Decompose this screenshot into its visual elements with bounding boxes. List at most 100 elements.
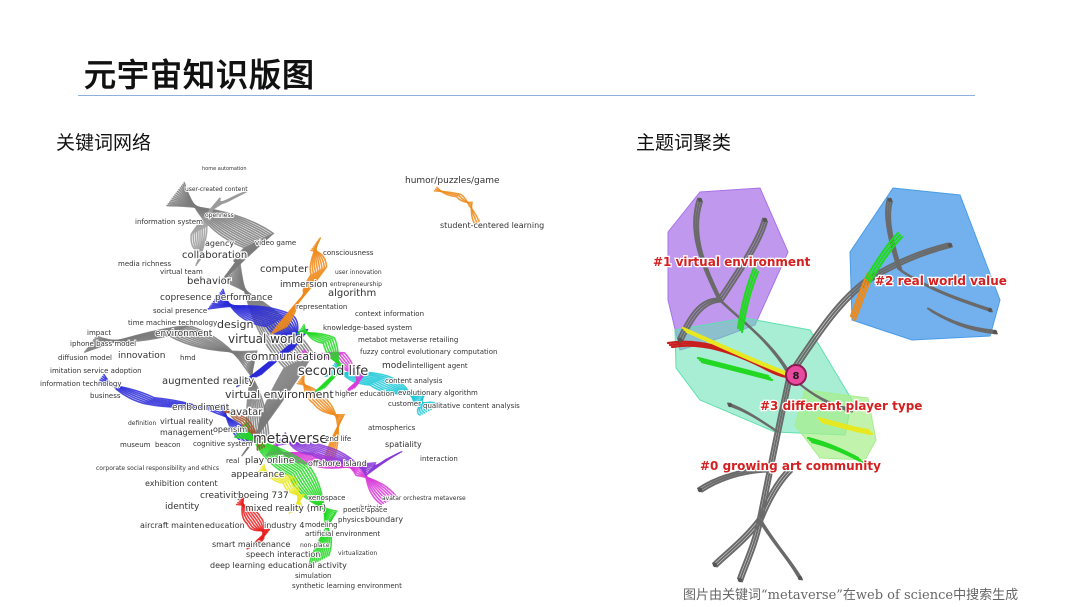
edge-bundle-7 bbox=[331, 366, 428, 413]
edge-bundle-0 bbox=[175, 192, 299, 445]
keyword-label: home automation bbox=[202, 166, 247, 172]
accent-branch-0 bbox=[670, 344, 794, 379]
branch-line bbox=[721, 220, 768, 303]
edge-bundle-6 bbox=[302, 373, 346, 465]
keyword-label: offshore island bbox=[308, 459, 367, 468]
edge-bundle-13 bbox=[259, 469, 301, 511]
keyword-label: aircraft maintenance bbox=[140, 521, 224, 530]
edge-bundle-7 bbox=[335, 361, 428, 416]
branch-line bbox=[731, 405, 778, 433]
edge-bundle-13 bbox=[257, 470, 301, 510]
keyword-label: humor/puzzles/game bbox=[405, 176, 500, 186]
edge-bundle-8 bbox=[296, 351, 360, 389]
keyword-label: information technology bbox=[40, 380, 122, 388]
keyword-label: user-created content bbox=[185, 186, 248, 193]
keyword-label: media richness bbox=[118, 260, 172, 268]
edge-bundle-14 bbox=[235, 503, 265, 544]
edge-bundle-10 bbox=[237, 430, 330, 560]
keyword-label: business bbox=[90, 392, 121, 400]
edge-bundle-3 bbox=[97, 380, 253, 440]
accent-branch-3 bbox=[864, 231, 900, 280]
edge-bundle-10 bbox=[235, 434, 331, 558]
edge-bundle-0 bbox=[171, 197, 306, 450]
branch-line bbox=[741, 375, 793, 583]
edge-bundle-10 bbox=[243, 423, 336, 565]
keyword-label: time machine technology bbox=[128, 319, 217, 327]
keyword-label: design bbox=[217, 318, 254, 331]
keyword-label: collaboration bbox=[182, 250, 247, 261]
keyword-label: mixed reality (mr) bbox=[245, 504, 326, 514]
accent-branch-5 bbox=[820, 420, 874, 436]
branch-line bbox=[789, 279, 869, 376]
edge-bundle-7 bbox=[329, 368, 430, 412]
tree-node bbox=[712, 562, 718, 568]
cluster-label-1: #2 real world value bbox=[875, 274, 1007, 288]
page-title: 元宇宙知识版图 bbox=[84, 56, 316, 94]
accent-branch-5 bbox=[818, 418, 872, 434]
keyword-label: smart maintenance bbox=[212, 540, 290, 549]
accent-branch-3 bbox=[868, 235, 904, 284]
edge-bundle-6 bbox=[297, 380, 340, 460]
branch-line bbox=[699, 469, 769, 491]
edge-bundle-0 bbox=[178, 188, 295, 441]
keyword-label: diffusion model bbox=[58, 354, 112, 362]
keyword-label: simulation bbox=[295, 572, 332, 580]
edge-bundle-0 bbox=[166, 204, 315, 457]
cluster-label-3: #0 growing art community bbox=[700, 459, 881, 473]
keyword-label: innovation bbox=[118, 351, 166, 361]
keyword-label: content analysis bbox=[385, 377, 443, 385]
keyword-label: synthetic learning environment bbox=[292, 582, 402, 590]
keyword-label: iphone bass model bbox=[70, 340, 136, 348]
keyword-network-heading: 关键词网络 bbox=[56, 132, 152, 154]
keyword-label: immersion bbox=[280, 280, 328, 290]
edge-bundle-3 bbox=[100, 377, 249, 442]
branch-line bbox=[681, 300, 723, 343]
keyword-label: impact bbox=[87, 329, 111, 337]
branch-line bbox=[721, 300, 793, 378]
keyword-label: artificial environment bbox=[305, 530, 380, 538]
accent-branches bbox=[666, 231, 904, 464]
keyword-label: non-place bbox=[300, 542, 330, 549]
edge-bundle-12 bbox=[275, 441, 403, 477]
keyword-label: boeing 737 bbox=[238, 491, 289, 501]
keyword-label: 2nd life bbox=[325, 435, 351, 443]
edge-bundle-10 bbox=[245, 420, 338, 567]
branch-line bbox=[697, 200, 723, 303]
branch-line bbox=[885, 197, 899, 270]
edge-bundle-6 bbox=[300, 377, 343, 462]
keyword-label: real bbox=[226, 457, 239, 465]
keyword-label: play online bbox=[245, 456, 295, 466]
edge-bundle-10 bbox=[240, 427, 333, 562]
keyword-label: poetic space bbox=[343, 506, 387, 514]
accent-branch-1 bbox=[685, 330, 794, 379]
keyword-label: virtualization bbox=[338, 550, 377, 557]
accent-branch-4 bbox=[736, 266, 756, 330]
edge-bundle-3 bbox=[99, 379, 251, 441]
keyword-label: virtual world bbox=[228, 332, 303, 346]
keyword-label: augmented reality bbox=[162, 376, 254, 387]
tree-node bbox=[697, 487, 703, 493]
branch-line bbox=[761, 470, 793, 523]
keyword-label: evolutionary algorithm bbox=[398, 389, 478, 397]
figure-caption: 图片由关键词“metaverse”在web of science中搜索生成 bbox=[683, 588, 1019, 603]
tree-node bbox=[762, 217, 768, 223]
edge-bundle-2 bbox=[207, 305, 299, 376]
keyword-label: identity bbox=[165, 502, 200, 512]
cluster-nodes bbox=[677, 197, 998, 583]
tree-node bbox=[887, 197, 893, 203]
branch-line bbox=[761, 520, 803, 581]
branch-line bbox=[931, 310, 998, 335]
keyword-label: social presence bbox=[153, 307, 207, 315]
keyword-label: entrepreneurship bbox=[330, 281, 382, 288]
keyword-label: consciousness bbox=[323, 249, 374, 257]
edge-bundle-13 bbox=[261, 465, 305, 513]
keyword-label: appearance bbox=[231, 470, 285, 480]
tree-node bbox=[727, 402, 733, 408]
branch-line bbox=[869, 245, 953, 283]
branch-line bbox=[787, 277, 867, 375]
edge-bundle-3 bbox=[101, 375, 247, 443]
keyword-label: creativity bbox=[200, 491, 243, 501]
cluster-labels: #1 virtual environment#2 real world valu… bbox=[652, 254, 1008, 475]
accent-branch-7 bbox=[698, 358, 772, 380]
